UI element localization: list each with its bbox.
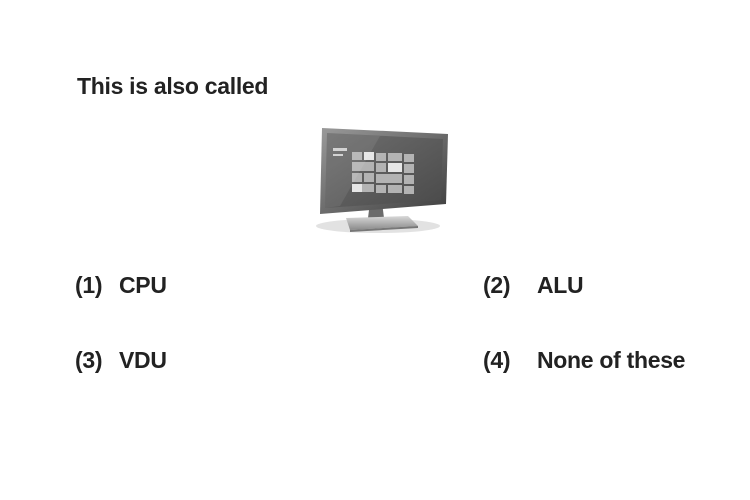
option-3-number: (3) — [75, 347, 103, 373]
question-text: This is also called — [77, 73, 269, 99]
option-1-label: CPU — [119, 272, 167, 298]
option-3-label: VDU — [119, 347, 167, 373]
option-4-number: (4) — [483, 347, 511, 373]
option-2-label: ALU — [537, 272, 584, 298]
monitor-image — [300, 118, 450, 236]
option-3[interactable]: (3) VDU — [75, 347, 167, 374]
option-4[interactable]: (4) None of these — [483, 347, 685, 374]
option-1-number: (1) — [75, 272, 103, 298]
option-4-label: None of these — [537, 347, 686, 373]
option-2-number: (2) — [483, 272, 511, 298]
option-1[interactable]: (1) CPU — [75, 272, 167, 299]
monitor-icon — [316, 128, 448, 233]
option-2[interactable]: (2) ALU — [483, 272, 584, 299]
